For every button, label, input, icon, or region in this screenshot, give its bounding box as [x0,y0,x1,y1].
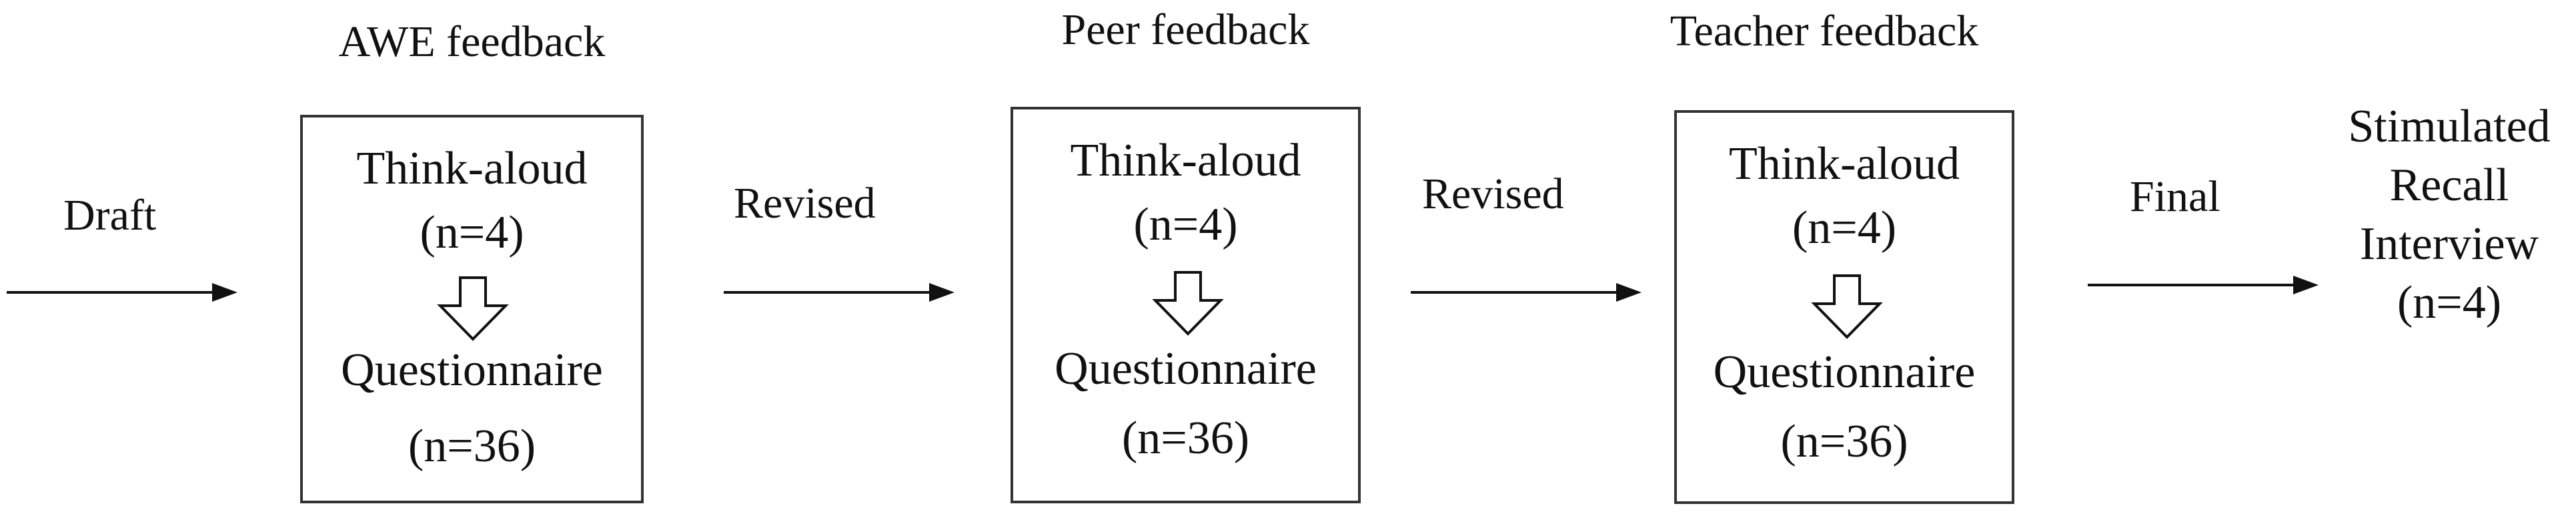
arrow-teacher-to-interview [2088,276,2319,294]
stage-box-peer: Think-aloud (n=4) Questionnaire (n=36) [1011,107,1361,503]
arrow-awe-to-peer [724,283,954,302]
down-arrow-icon [1152,271,1224,336]
interview-line-2: Recall [2389,160,2509,211]
stage-title-teacher: Teacher feedback [1670,7,1979,55]
interview-block: Stimulated Recall Interview (n=4) [2323,97,2576,332]
think-aloud-label: Think-aloud [1070,135,1301,186]
think-aloud-count: (n=4) [1792,202,1897,254]
questionnaire-count: (n=36) [1121,413,1250,464]
think-aloud-count: (n=4) [1133,199,1238,250]
stage-title-peer: Peer feedback [1061,5,1310,54]
interview-line-3: Interview [2359,218,2539,270]
questionnaire-label: Questionnaire [1713,346,1976,398]
stage-box-awe: Think-aloud (n=4) Questionnaire (n=36) [300,115,644,503]
arrow-peer-to-teacher [1411,283,1642,302]
questionnaire-label: Questionnaire [341,344,603,396]
questionnaire-count: (n=36) [1780,416,1908,467]
arrow-draft-to-awe [7,283,237,302]
down-arrow-icon [437,276,509,341]
stage-box-teacher: Think-aloud (n=4) Questionnaire (n=36) [1674,110,2014,504]
final-label: Final [2130,172,2220,221]
interview-count: (n=4) [2397,277,2502,328]
questionnaire-count: (n=36) [408,421,536,472]
think-aloud-count: (n=4) [420,207,524,258]
think-aloud-label: Think-aloud [1728,138,1960,190]
revised-label-1: Revised [734,179,876,228]
revised-label-2: Revised [1422,170,1564,218]
think-aloud-label: Think-aloud [356,143,588,194]
stage-title-awe: AWE feedback [338,17,606,66]
questionnaire-label: Questionnaire [1055,343,1317,395]
interview-line-1: Stimulated [2348,101,2551,152]
draft-label: Draft [63,191,157,240]
down-arrow-icon [1811,274,1883,339]
